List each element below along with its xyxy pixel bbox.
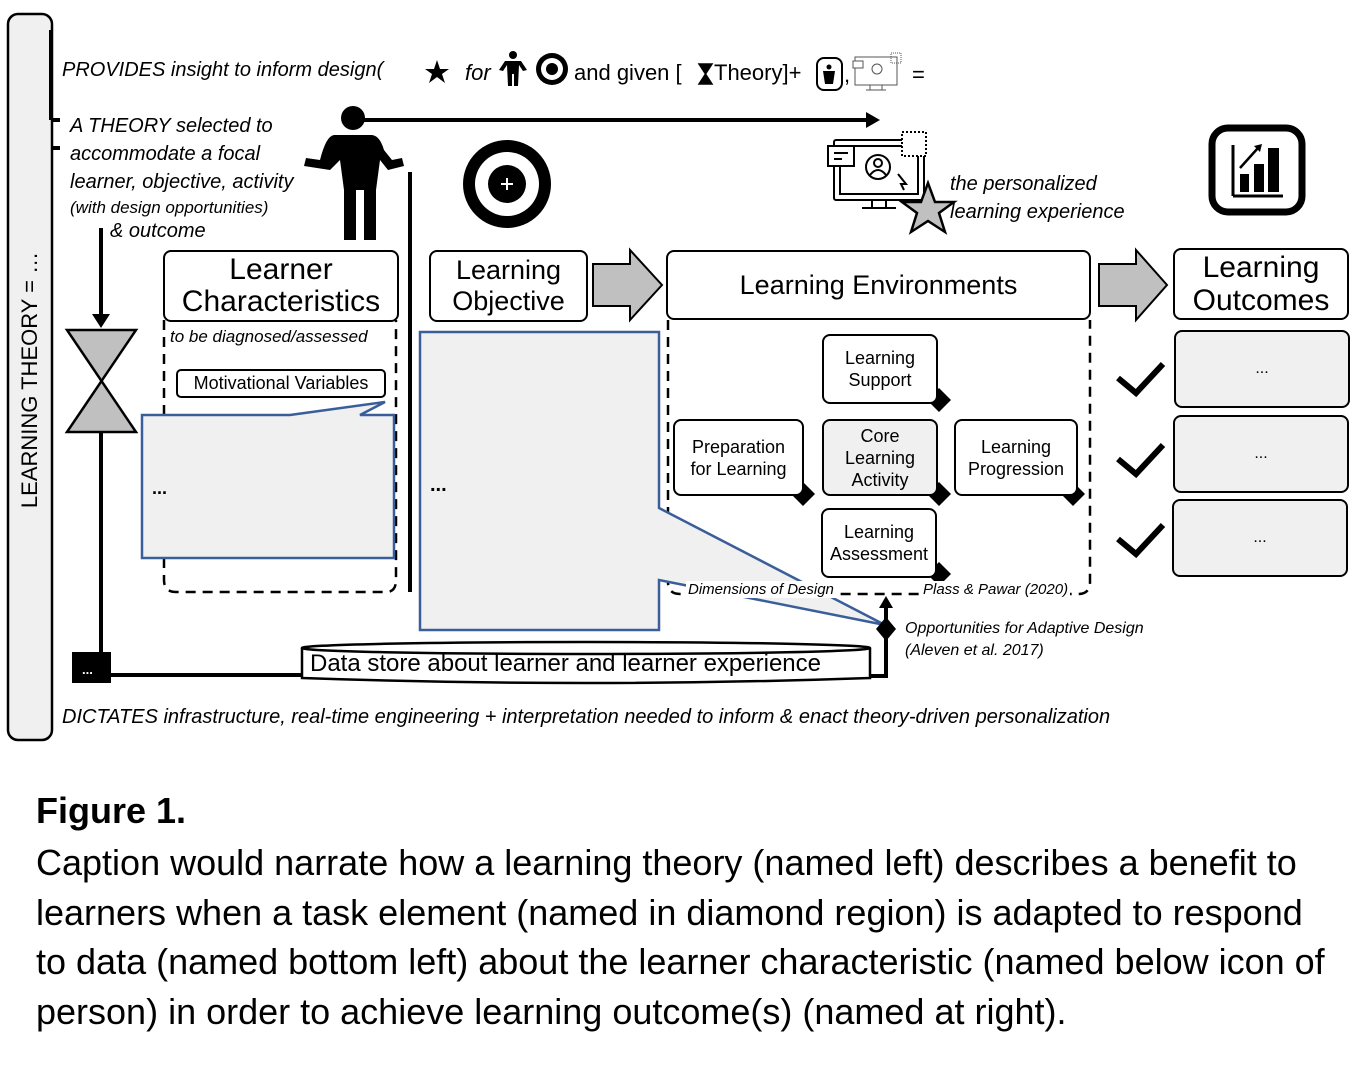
figure-caption: Caption would narrate how a learning the… — [36, 842, 1325, 1032]
dimension-core-learning-activity: Core Learning Activity — [822, 419, 938, 496]
diagram-graphics — [6, 12, 1306, 742]
hourglass-icon — [64, 328, 139, 434]
dimension-label: Progression — [967, 458, 1065, 479]
learning-objective-box: Learning Objective — [429, 250, 588, 322]
data-node — [72, 652, 111, 683]
learning-outcomes-title-line1: Learning — [1202, 251, 1320, 284]
check-icon — [1116, 361, 1166, 398]
theory-note-line1: A THEORY selected to — [70, 115, 273, 137]
learner-dashed-region — [162, 320, 398, 594]
dimension-label: Support — [848, 370, 912, 390]
dimension-label: Assessment — [829, 544, 929, 564]
target-small-icon — [536, 53, 568, 85]
figure-title: Figure 1. — [36, 790, 187, 831]
arrowhead-icon — [879, 596, 893, 608]
theory-bar-label: LEARNING THEORY = … — [17, 251, 42, 509]
check-icon — [1116, 442, 1166, 479]
theory-text: Theory]+ — [714, 60, 802, 85]
comma-text: , — [844, 62, 851, 87]
learner-characteristics-box: Learner Characteristics — [163, 250, 399, 322]
learning-environments-title: Learning Environments — [739, 269, 1018, 300]
motivational-variables-box: Motivational Variables — [176, 369, 386, 398]
learner-callout — [140, 400, 396, 560]
arrowhead-icon — [866, 112, 880, 128]
dictates-text: DICTATES infrastructure, real-time engin… — [62, 706, 1111, 728]
person-small-icon — [499, 51, 527, 86]
target-icon — [463, 140, 551, 228]
for-text: for — [465, 60, 491, 85]
dimension-label: Activity — [851, 469, 909, 490]
data-store-cylinder — [300, 640, 872, 685]
learning-outcomes-title-line2: Outcomes — [1192, 284, 1330, 317]
outcome-item-label: ... — [1255, 360, 1269, 377]
dimension-label: Learning — [843, 522, 915, 542]
hourglass-small-icon — [697, 63, 714, 85]
theory-note-line2: accommodate a focal — [70, 143, 261, 165]
outcome-item: ... — [1173, 415, 1349, 493]
star-icon — [898, 179, 958, 235]
dimension-preparation-for-learning: Preparation for Learning — [673, 419, 804, 496]
arrowhead-icon — [92, 314, 110, 328]
personalized-line1: the personalized — [950, 173, 1097, 195]
environment-to-outcomes-arrow — [1098, 247, 1169, 323]
dimension-label: Core — [860, 425, 900, 446]
personalized-line2: learning experience — [950, 201, 1125, 223]
learning-objective-title-line2: Objective — [452, 286, 565, 316]
personalized-monitor-icon — [827, 131, 927, 209]
opportunities-diamond-icon — [876, 617, 896, 641]
motivational-variables-label: Motivational Variables — [193, 373, 369, 393]
theory-diagram: LEARNING THEORY = … PROVIDES insight to … — [6, 12, 1350, 742]
learner-person-icon — [304, 106, 404, 240]
environment-dashed-region — [666, 320, 1092, 596]
objective-callout-text: ... — [430, 474, 447, 496]
outcome-item-label: ... — [1254, 445, 1268, 462]
provides-text: PROVIDES insight to inform design( — [62, 59, 384, 81]
outcome-item-label: ... — [1253, 529, 1267, 546]
learner-callout-text: ... — [152, 478, 168, 498]
dimensions-of-design-label: Dimensions of Design — [686, 581, 836, 598]
dimension-label: for Learning — [690, 458, 787, 479]
outcome-item: ... — [1174, 330, 1350, 408]
objective-callout — [418, 330, 886, 632]
learning-outcomes-box: Learning Outcomes — [1173, 248, 1349, 320]
learning-objective-title-line1: Learning — [455, 255, 562, 285]
dimension-learning-assessment: Learning Assessment — [821, 508, 937, 578]
adaptive-line2: (Aleven et al. 2017) — [905, 642, 1044, 659]
dimension-label: Learning — [844, 447, 916, 468]
star-small-icon — [425, 60, 449, 83]
outcomes-chart-icon — [1208, 124, 1306, 216]
dimension-learning-progression: Learning Progression — [954, 419, 1078, 496]
and-given-text: and given [ — [574, 60, 682, 85]
data-store-label: Data store about learner and learner exp… — [310, 650, 821, 677]
theory-note-line4: (with design opportunities) — [70, 198, 269, 217]
monitor-small-icon — [852, 52, 902, 91]
theory-note-line3: learner, objective, activity — [70, 171, 294, 193]
equals-text: = — [912, 62, 925, 87]
plass-pawar-citation: Plass & Pawar (2020) — [921, 581, 1071, 598]
dimension-label: Learning — [844, 348, 916, 368]
learner-characteristics-title-line2: Characteristics — [181, 285, 381, 318]
data-node-label: ... — [82, 662, 93, 677]
adaptive-line1: Opportunities for Adaptive Design — [905, 620, 1144, 637]
learner-characteristics-title-line1: Learner — [229, 253, 333, 286]
learning-environments-box: Learning Environments — [666, 250, 1091, 320]
dimension-label: Learning — [980, 436, 1052, 457]
learner-subtitle: to be diagnosed/assessed — [170, 327, 368, 346]
objective-to-environment-arrow — [592, 247, 664, 323]
theory-note-line5: & outcome — [110, 220, 206, 242]
dimension-label: Preparation — [691, 436, 786, 457]
datastore-small-icon — [816, 57, 843, 91]
outcome-item: ... — [1172, 499, 1348, 577]
check-icon — [1116, 522, 1166, 559]
theory-bar — [6, 12, 54, 742]
dimension-learning-support: Learning Support — [822, 334, 938, 404]
